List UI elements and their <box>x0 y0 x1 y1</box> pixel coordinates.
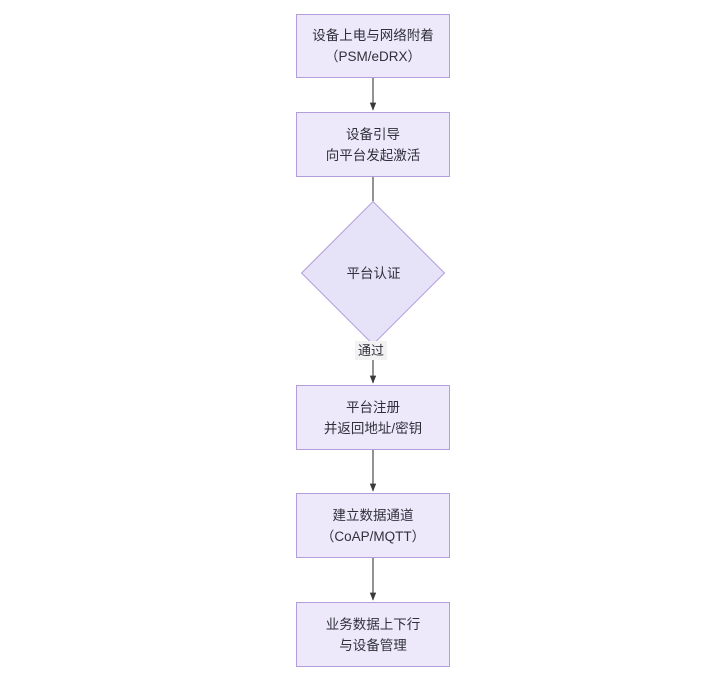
flow-node-platform-auth[interactable]: 平台认证 <box>300 200 446 346</box>
edge-label-pass: 通过 <box>355 341 388 360</box>
flow-node-label-line1: 平台认证 <box>346 266 401 281</box>
flow-node-label-line2: （PSM/eDRX） <box>324 49 422 64</box>
flow-node-label-line1: 平台注册 <box>346 399 400 415</box>
flow-node-device-power-on[interactable]: 设备上电与网络附着 （PSM/eDRX） <box>296 14 450 78</box>
flow-node-business-data-and-device-management[interactable]: 业务数据上下行 与设备管理 <box>296 602 450 667</box>
flow-node-label-line2: 向平台发起激活 <box>325 147 421 163</box>
flow-node-label-line2: 并返回地址/密钥 <box>323 420 423 436</box>
flow-node-establish-data-channel[interactable]: 建立数据通道 （CoAP/MQTT） <box>296 493 450 558</box>
flow-node-label-line1: 业务数据上下行 <box>325 616 421 632</box>
flow-node-platform-registration[interactable]: 平台注册 并返回地址/密钥 <box>296 385 450 450</box>
flow-node-device-bootstrap[interactable]: 设备引导 向平台发起激活 <box>296 112 450 177</box>
flow-node-label-line1: 设备上电与网络附着 <box>312 28 434 43</box>
flow-node-label-line2: （CoAP/MQTT） <box>320 528 426 544</box>
flow-node-label-line1: 建立数据通道 <box>332 507 414 523</box>
flow-node-label-line1: 设备引导 <box>346 126 400 142</box>
flow-node-label-line2: 与设备管理 <box>339 637 407 653</box>
